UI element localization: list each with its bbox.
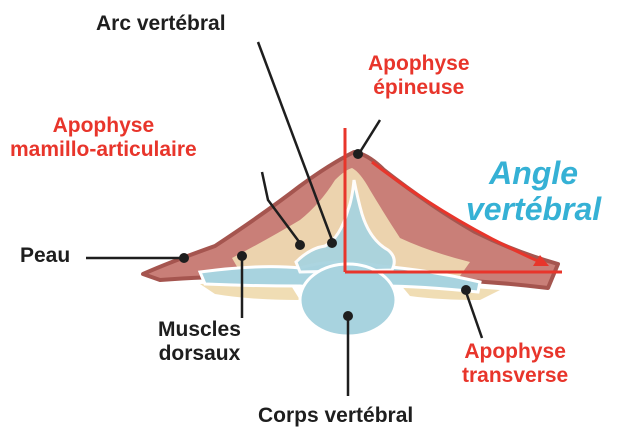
label-corps-vertebral: Corps vertébral: [258, 404, 413, 428]
label-apophyse-transverse-line2: transverse: [462, 364, 568, 388]
label-peau: Peau: [20, 244, 70, 268]
label-apophyse-epineuse-line1: Apophyse: [368, 52, 470, 76]
label-arc-vertebral: Arc vertébral: [96, 12, 226, 36]
dot-corps-vertebral: [343, 311, 353, 321]
dot-peau: [179, 253, 189, 263]
label-apophyse-mamillo-line2: mamillo-articulaire: [10, 138, 197, 162]
dot-apophyse-transverse: [461, 285, 471, 295]
label-angle-vertebral: Angle vertébral: [466, 156, 601, 228]
label-angle-vertebral-line2: vertébral: [466, 192, 601, 228]
label-apophyse-mamillo-articulaire: Apophyse mamillo-articulaire: [10, 114, 197, 161]
dot-apophyse-mamillo: [295, 240, 305, 250]
label-apophyse-transverse: Apophyse transverse: [462, 340, 568, 387]
dot-arc-vertebral: [327, 238, 337, 248]
label-angle-vertebral-line1: Angle: [466, 156, 601, 192]
label-muscles-dorsaux-line1: Muscles: [158, 318, 241, 342]
label-apophyse-epineuse-line2: épineuse: [368, 76, 470, 100]
leader-apophyse-epineuse: [360, 120, 380, 152]
label-apophyse-epineuse: Apophyse épineuse: [368, 52, 470, 99]
label-apophyse-transverse-line1: Apophyse: [462, 340, 568, 364]
label-muscles-dorsaux-line2: dorsaux: [158, 342, 241, 366]
label-muscles-dorsaux: Muscles dorsaux: [158, 318, 241, 365]
label-apophyse-mamillo-line1: Apophyse: [10, 114, 197, 138]
dot-muscles-dorsaux: [237, 251, 247, 261]
dot-apophyse-epineuse: [353, 149, 363, 159]
